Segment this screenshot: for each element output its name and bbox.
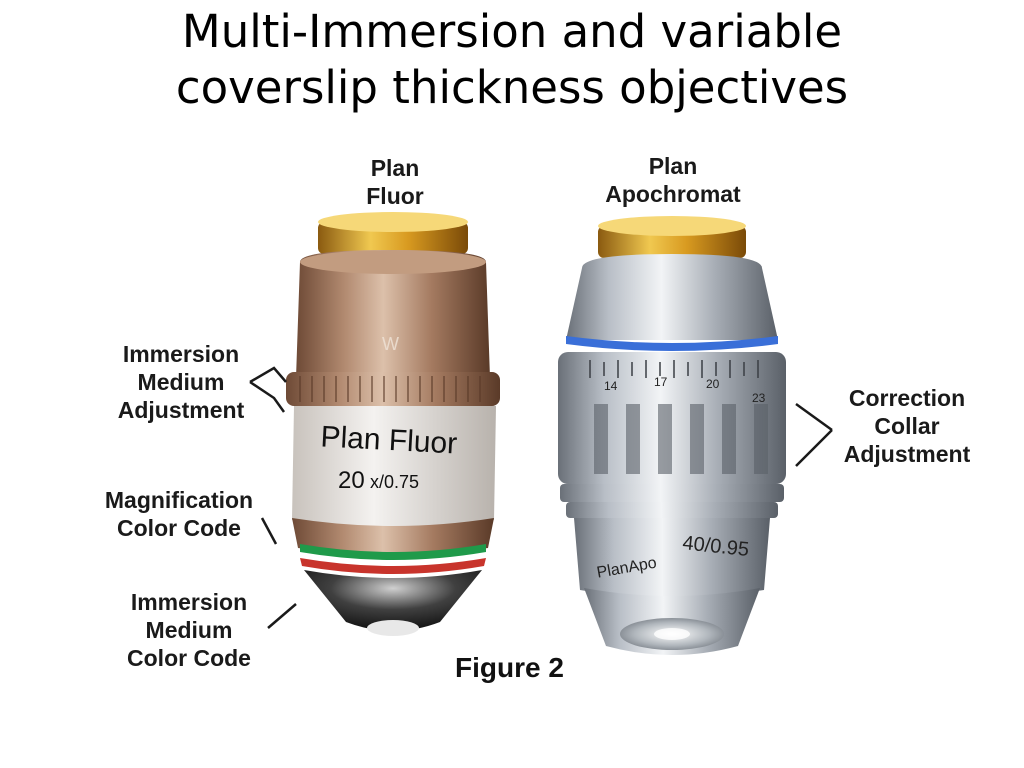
mag-color-line2: Color Code: [117, 515, 241, 541]
collar-scale-23: 23: [752, 391, 766, 405]
mag-color-line1: Magnification: [104, 487, 254, 513]
plan-fluor-label-line2: Fluor: [366, 183, 424, 209]
svg-text:W: W: [382, 334, 399, 354]
immersion-adjust-line1: Immersion: [122, 341, 240, 367]
gold-thread-top-left: [318, 212, 468, 232]
immersion-color-line3: Color Code: [127, 645, 251, 671]
correction-collar-line3: Adjustment: [843, 441, 971, 467]
immersion-color-code-callout: Immersion Medium Color Code: [104, 588, 274, 672]
label-band-left: [292, 406, 496, 527]
immersion-color-line1: Immersion: [130, 589, 248, 615]
title-line-1: Multi-Immersion and variable: [181, 5, 843, 58]
plan-apo-type-label: Plan Apochromat: [580, 152, 766, 208]
plan-apo-objective: 14 17 20 23: [558, 216, 786, 655]
nose-cone-left: [304, 570, 482, 631]
immersion-adjust-callout: Immersion Medium Adjustment: [96, 340, 266, 424]
plan-apo-label-line1: Plan: [648, 153, 698, 179]
figure-caption: Figure 2: [455, 652, 564, 683]
immersion-adjust-line3: Adjustment: [117, 397, 245, 423]
plan-apo-label-line2: Apochromat: [605, 181, 741, 207]
callout-lines: [249, 366, 833, 629]
barrel-mag-20: 20: [338, 467, 365, 494]
upper-body-right: [566, 254, 778, 340]
collar-scale-17: 17: [654, 375, 668, 389]
mag-color-code-callout: Magnification Color Code: [82, 486, 276, 542]
correction-collar-line1: Correction: [848, 385, 966, 411]
immersion-adjust-ring: [286, 372, 500, 406]
collar-scale-14: 14: [604, 379, 618, 393]
upper-body-left: [296, 250, 490, 378]
immersion-color-line2: Medium: [145, 617, 233, 643]
immersion-adjust-line2: Medium: [137, 369, 225, 395]
immersion-color-band: [300, 558, 486, 574]
collar-scale-20: 20: [706, 377, 720, 391]
plan-fluor-type-label: Plan Fluor: [340, 154, 450, 210]
magnification-color-band: [300, 544, 486, 560]
correction-collar-callout: Correction Collar Adjustment: [822, 384, 992, 468]
title-line-2: coverslip thickness objectives: [175, 61, 849, 114]
barrel-text-plan-fluor: Plan Fluor: [320, 420, 458, 460]
lower-body-right: [574, 518, 770, 598]
barrel-na-0-75: x/0.75: [370, 472, 419, 492]
blue-band: [566, 336, 778, 351]
plan-fluor-label-line1: Plan: [370, 155, 420, 181]
correction-collar-line2: Collar: [874, 413, 940, 439]
plan-fluor-objective: W: [286, 212, 500, 636]
slide-title: Multi-Immersion and variable coverslip t…: [0, 4, 1024, 116]
